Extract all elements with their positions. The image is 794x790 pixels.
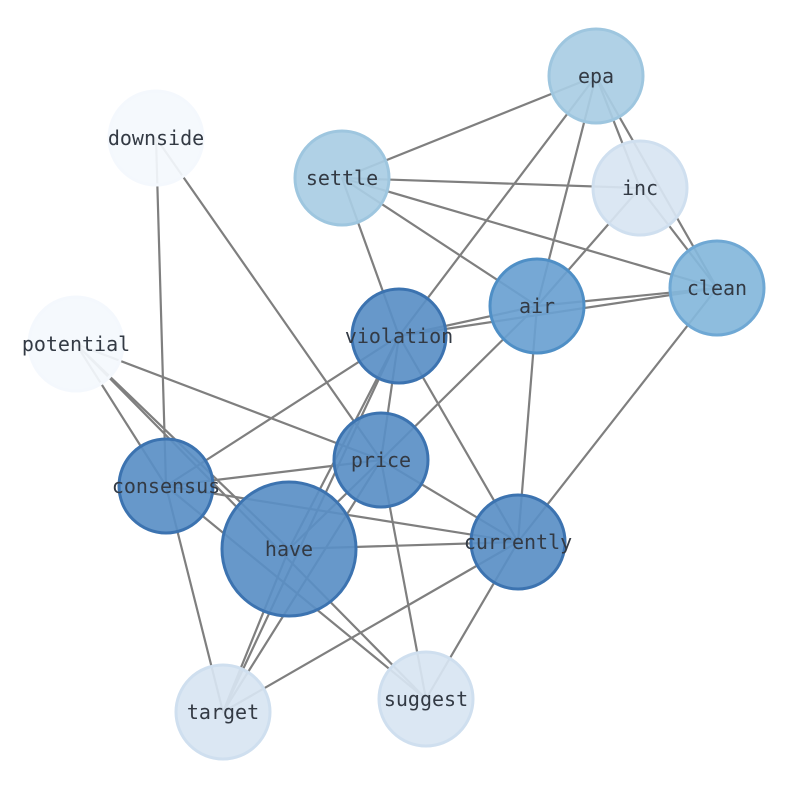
- node-label-clean: clean: [687, 276, 747, 300]
- node-target: target: [174, 663, 272, 761]
- node-label-downside: downside: [108, 126, 204, 150]
- node-label-target: target: [187, 700, 259, 724]
- node-label-epa: epa: [578, 64, 614, 88]
- node-potential: potential: [22, 295, 130, 393]
- node-consensus: consensus: [112, 437, 220, 535]
- edge-epa-violation: [397, 74, 598, 338]
- node-downside: downside: [107, 89, 205, 187]
- edge-settle-clean: [340, 176, 719, 290]
- node-circle-violation: [350, 287, 448, 385]
- node-circle-currently: [469, 493, 567, 591]
- node-circle-potential: [27, 295, 125, 393]
- node-label-potential: potential: [22, 332, 130, 356]
- node-layer: epa downside settle inc clean air violation pot…: [22, 27, 766, 761]
- edge-currently-target: [221, 540, 520, 714]
- node-violation: violation: [345, 287, 453, 385]
- node-inc: inc: [591, 139, 689, 237]
- node-label-currently: currently: [464, 530, 572, 554]
- node-circle-suggest: [377, 650, 475, 748]
- node-currently: currently: [464, 493, 572, 591]
- node-circle-target: [174, 663, 272, 761]
- node-circle-inc: [591, 139, 689, 237]
- node-price: price: [332, 411, 430, 509]
- node-suggest: suggest: [377, 650, 475, 748]
- node-label-settle: settle: [306, 166, 378, 190]
- node-label-violation: violation: [345, 324, 453, 348]
- node-label-consensus: consensus: [112, 474, 220, 498]
- node-circle-downside: [107, 89, 205, 187]
- node-circle-epa: [547, 27, 645, 125]
- node-circle-consensus: [117, 437, 215, 535]
- node-label-inc: inc: [622, 176, 658, 200]
- node-label-have: have: [265, 537, 313, 561]
- node-settle: settle: [293, 129, 391, 227]
- node-label-price: price: [351, 448, 411, 472]
- edge-clean-currently: [516, 286, 719, 544]
- node-circle-price: [332, 411, 430, 509]
- node-circle-have: [220, 480, 358, 618]
- node-clean: clean: [668, 239, 766, 337]
- node-circle-settle: [293, 129, 391, 227]
- node-circle-clean: [668, 239, 766, 337]
- node-have: have: [220, 480, 358, 618]
- edge-settle-inc: [340, 176, 642, 190]
- node-circle-air: [488, 257, 586, 355]
- edge-potential-price: [74, 342, 383, 462]
- edge-downside-price: [154, 136, 383, 462]
- node-air: air: [488, 257, 586, 355]
- node-label-air: air: [519, 294, 555, 318]
- node-epa: epa: [547, 27, 645, 125]
- node-label-suggest: suggest: [384, 687, 468, 711]
